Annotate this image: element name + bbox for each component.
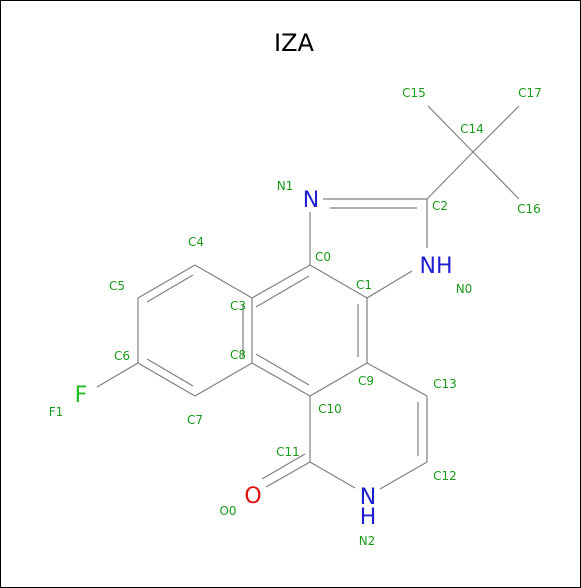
atom-symbol-o0: O (244, 484, 261, 509)
label-c13: C13 (433, 377, 457, 391)
label-o0: O0 (219, 504, 236, 518)
label-c15: C15 (402, 86, 426, 100)
atom-symbol-n2-h: H (360, 505, 377, 530)
bond-c6-c7-inner (146, 358, 194, 387)
label-c3: C3 (230, 299, 246, 313)
bond-c3-c4 (194, 264, 253, 299)
bond-c7-c8 (194, 362, 253, 397)
bond-c3-c0 (251, 264, 311, 299)
bond-c4-c5-inner (146, 274, 194, 303)
bond-c12-n2 (379, 461, 428, 490)
bond-c11-n2 (309, 461, 356, 489)
label-c12: C12 (433, 469, 457, 483)
bond-c4-c5 (137, 264, 196, 299)
label-c1: C1 (356, 278, 372, 292)
label-c17: C17 (518, 86, 542, 100)
label-c16: C16 (517, 202, 541, 216)
bond-c14-c17 (472, 105, 520, 153)
label-c9: C9 (358, 374, 374, 388)
bond-c6-f1 (96, 362, 139, 388)
atom-symbol-n2: N (360, 485, 376, 510)
bond-n0-c1 (366, 270, 413, 299)
label-c8: C8 (230, 348, 246, 362)
label-c10: C10 (318, 402, 342, 416)
diagram-title: IZA (274, 29, 315, 57)
label-n1: N1 (277, 179, 294, 193)
label-c0: C0 (315, 250, 331, 264)
bond-c2-c14 (426, 151, 474, 200)
bond-c11-o0-inner (261, 453, 306, 480)
bond-c10-c8-inner (255, 353, 310, 386)
atom-index-labels: N1 N0 N2 O0 F1 C0 C1 C2 C3 C4 C5 C6 C7 C… (49, 86, 542, 548)
label-c5: C5 (109, 279, 125, 293)
label-n2: N2 (359, 534, 376, 548)
label-c6: C6 (114, 349, 130, 363)
bond-c14-c15 (427, 105, 474, 153)
element-symbols: N NH N H O F (75, 188, 453, 530)
bond-c14-c16 (472, 151, 520, 200)
atom-symbol-n0: NH (420, 254, 453, 279)
bond-c11-o0 (265, 461, 311, 488)
bond-c9-c10 (309, 362, 368, 397)
label-c7: C7 (187, 413, 203, 427)
label-c11: C11 (276, 445, 300, 459)
bond-c0-c1 (309, 264, 368, 299)
label-c2: C2 (432, 199, 448, 213)
atom-symbol-n1: N (303, 188, 319, 213)
atom-symbol-f1: F (75, 383, 88, 408)
bond-c10-c8 (251, 362, 311, 397)
bond-c9-c13 (366, 362, 428, 397)
bond-c6-c7 (137, 362, 196, 397)
bond-c3-c0-inner (255, 275, 310, 308)
label-c14: C14 (460, 122, 484, 136)
label-c4: C4 (188, 235, 204, 249)
label-f1: F1 (49, 405, 64, 419)
bonds (96, 105, 520, 490)
label-n0: N0 (456, 282, 473, 296)
